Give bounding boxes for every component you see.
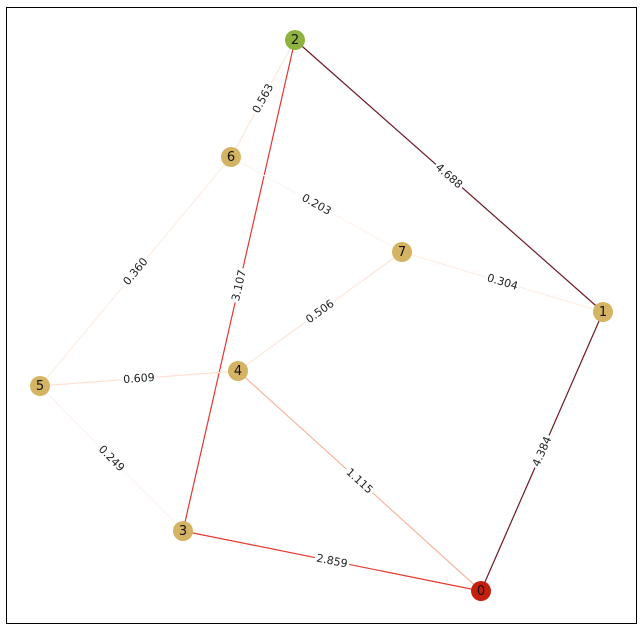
- edge-label-background: [313, 550, 351, 572]
- nodes-layer: 0 1 2 3 4 5 6 7: [30, 30, 613, 601]
- edge-label-background: [297, 189, 336, 220]
- node-label: 0: [477, 584, 485, 599]
- edge-label-background: [228, 266, 250, 305]
- edge-label-background: [301, 295, 339, 328]
- node-label: 1: [599, 305, 607, 320]
- graph-frame: [6, 7, 637, 624]
- edge-label-background: [528, 432, 556, 471]
- node-label: 3: [179, 524, 187, 539]
- node-label: 4: [234, 364, 242, 379]
- edge-weight-label: 0.203: [300, 191, 334, 218]
- edge-weight-label: 4.688: [433, 161, 465, 192]
- node-2: [285, 30, 305, 50]
- edge-label-background: [118, 253, 153, 290]
- edge-labels-layer: 4.6884.3843.1072.8591.1150.5630.3600.203…: [94, 79, 556, 572]
- edge-weight-label: 0.360: [120, 255, 150, 288]
- edge-label-background: [341, 464, 378, 498]
- node-6: [221, 147, 241, 167]
- edge-weight-label: 0.609: [123, 371, 155, 386]
- edge-weight-label: 4.384: [530, 434, 555, 468]
- node-label: 5: [36, 379, 44, 394]
- edge-label-background: [248, 79, 278, 118]
- edge-weight-label: 0.249: [96, 443, 127, 475]
- edge-label-background: [483, 270, 522, 294]
- edge-weight-label: 0.304: [486, 271, 520, 292]
- edge-weight-label: 1.115: [343, 466, 375, 497]
- node-label: 7: [398, 245, 406, 260]
- node-4: [228, 361, 248, 381]
- node-3: [173, 521, 193, 541]
- edge-label-background: [121, 370, 157, 387]
- node-1: [593, 302, 613, 322]
- node-0: [471, 581, 491, 601]
- node-5: [30, 376, 50, 396]
- edge-label-background: [94, 441, 129, 476]
- node-label: 2: [291, 33, 299, 48]
- edge-weight-label: 0.563: [250, 82, 277, 116]
- node-7: [392, 242, 412, 262]
- edge-label-background: [431, 159, 467, 193]
- edge-weight-label: 2.859: [315, 552, 348, 571]
- node-label: 6: [227, 150, 235, 165]
